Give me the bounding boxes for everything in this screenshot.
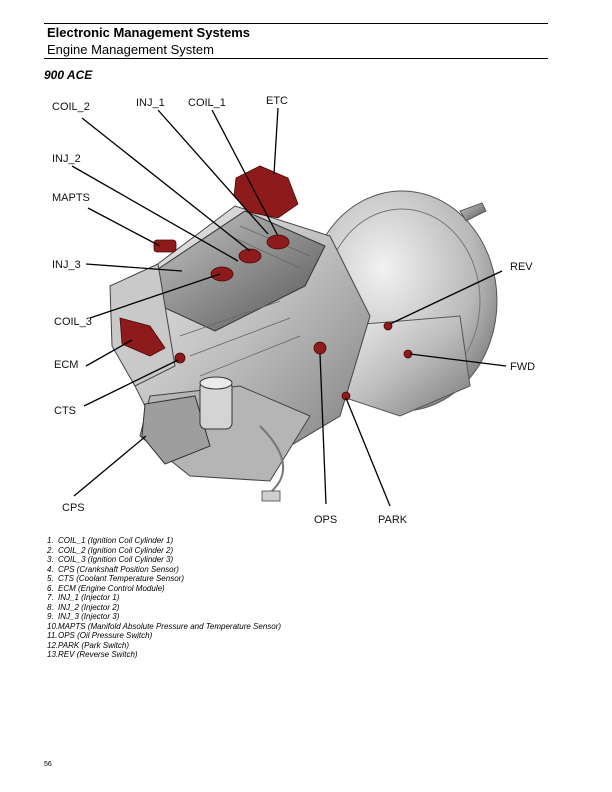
legend-item-text: OPS (Oil Pressure Switch): [58, 631, 153, 640]
label-park: PARK: [378, 514, 408, 526]
block-ribs: [179, 225, 311, 377]
label-cts: CTS: [54, 405, 76, 417]
leader-rev: [389, 270, 503, 325]
legend-item: 3. COIL_3 (Ignition Coil Cylinder 3): [47, 555, 281, 565]
legend-item-text: COIL_2 (Ignition Coil Cylinder 2): [58, 545, 174, 555]
legend-item-number: 6.: [47, 583, 54, 593]
leader-cts: [83, 359, 179, 407]
highlighted-components: [119, 165, 413, 401]
legend-item: 5. CTS (Coolant Temperature Sensor): [47, 574, 281, 584]
sensor-cable: [259, 425, 285, 497]
legend-item-text: INJ_1 (Injector 1): [58, 593, 120, 602]
legend-item: 2. COIL_2 (Ignition Coil Cylinder 2): [47, 546, 281, 556]
label-mapts: MAPTS: [52, 192, 90, 204]
legend-item-number: 1.: [47, 536, 54, 545]
model-heading: 900 ACE: [44, 68, 93, 82]
legend-item-text: COIL_3 (Ignition Coil Cylinder 3): [58, 555, 174, 564]
legend-item: 1. COIL_1 (Ignition Coil Cylinder 1): [47, 536, 281, 546]
legend-item-number: 9.: [47, 612, 54, 621]
leader-coil-1: [211, 109, 279, 237]
ops-highlight: [313, 341, 327, 355]
legend-item: 4. CPS (Crankshaft Position Sensor): [47, 565, 281, 575]
label-etc: ETC: [266, 95, 288, 107]
leader-fwd: [409, 353, 507, 367]
leader-inj-1: [157, 109, 269, 235]
label-coil-1: COIL_1: [188, 97, 226, 109]
legend-item: 12.PARK (Park Switch): [47, 641, 281, 651]
leader-coil-3: [89, 273, 221, 319]
leader-lines: [71, 107, 507, 507]
legend-item-number: 12.: [47, 640, 59, 650]
legend-item-text: COIL_1 (Ignition Coil Cylinder 1): [58, 536, 174, 545]
leader-inj-2: [71, 165, 239, 262]
leader-ops: [319, 353, 327, 505]
legend-item-text: REV (Reverse Switch): [58, 650, 138, 659]
crankcase-cover: [141, 395, 211, 465]
leader-inj-3: [85, 263, 183, 272]
ecm-highlight: [119, 317, 166, 357]
section-subtitle: Engine Management System: [47, 42, 214, 57]
legend-item: 11.OPS (Oil Pressure Switch): [47, 631, 281, 641]
legend-item-number: 10.: [47, 621, 59, 631]
engine-illustration: [109, 190, 498, 502]
legend-item-text: INJ_3 (Injector 3): [58, 612, 120, 621]
label-cps: CPS: [62, 502, 85, 514]
legend-item: 10.MAPTS (Manifold Absolute Pressure and…: [47, 622, 281, 632]
legend-item-number: 4.: [47, 564, 54, 574]
label-inj-2: INJ_2: [52, 153, 81, 165]
label-fwd: FWD: [510, 361, 535, 373]
label-coil-3: COIL_3: [54, 316, 92, 328]
page-number: 56: [44, 761, 52, 768]
mapts-highlight: [153, 239, 177, 253]
header-bottom-rule: [44, 58, 548, 59]
header-top-rule: [44, 23, 548, 24]
legend-item-number: 8.: [47, 602, 54, 612]
component-legend: 1. COIL_1 (Ignition Coil Cylinder 1) 2. COI…: [47, 536, 281, 660]
leader-park: [345, 397, 391, 507]
transmission-bracket: [459, 202, 487, 222]
cable-connector: [261, 490, 281, 502]
legend-item-text: ECM (Engine Control Module): [58, 583, 165, 593]
legend-item: 6. ECM (Engine Control Module): [47, 584, 281, 594]
coil-2-highlight: [238, 248, 262, 264]
legend-item: 8. INJ_2 (Injector 2): [47, 603, 281, 613]
legend-item-number: 5.: [47, 574, 54, 583]
legend-item-number: 11.: [47, 631, 58, 640]
leader-mapts: [87, 207, 161, 247]
oil-filter-cap: [199, 376, 233, 390]
coil-3-highlight: [210, 266, 234, 282]
legend-item-text: CTS (Coolant Temperature Sensor): [58, 574, 184, 583]
legend-item-number: 2.: [47, 545, 54, 555]
cts-highlight: [174, 352, 186, 364]
legend-item-text: CPS (Crankshaft Position Sensor): [58, 564, 179, 574]
label-inj-1: INJ_1: [136, 97, 165, 109]
coil-1-highlight: [266, 234, 290, 250]
engine-component-diagram: COIL_2 INJ_1 COIL_1 ETC INJ_2 MAPTS INJ_…: [52, 95, 535, 526]
legend-item-number: 13.: [47, 650, 59, 659]
legend-item-number: 7.: [47, 593, 54, 602]
legend-item: 9. INJ_3 (Injector 3): [47, 612, 281, 622]
label-inj-3: INJ_3: [52, 259, 81, 271]
legend-item-text: INJ_2 (Injector 2): [58, 602, 120, 612]
leader-cps: [73, 435, 147, 497]
legend-item-text: MAPTS (Manifold Absolute Pressure and Te…: [58, 621, 282, 631]
legend-item-number: 3.: [47, 555, 54, 564]
label-ecm: ECM: [54, 359, 78, 371]
leader-coil-2: [81, 117, 251, 252]
legend-item: 7. INJ_1 (Injector 1): [47, 593, 281, 603]
leader-ecm: [85, 339, 133, 367]
callout-labels: COIL_2 INJ_1 COIL_1 ETC INJ_2 MAPTS INJ_…: [52, 95, 535, 526]
park-highlight: [341, 391, 351, 401]
legend-item: 13.REV (Reverse Switch): [47, 650, 281, 660]
leader-etc: [273, 107, 279, 175]
section-title: Electronic Management Systems: [47, 25, 251, 40]
label-rev: REV: [510, 261, 533, 273]
label-coil-2: COIL_2: [52, 101, 90, 113]
label-ops: OPS: [314, 514, 337, 526]
legend-item-text: PARK (Park Switch): [58, 640, 129, 650]
